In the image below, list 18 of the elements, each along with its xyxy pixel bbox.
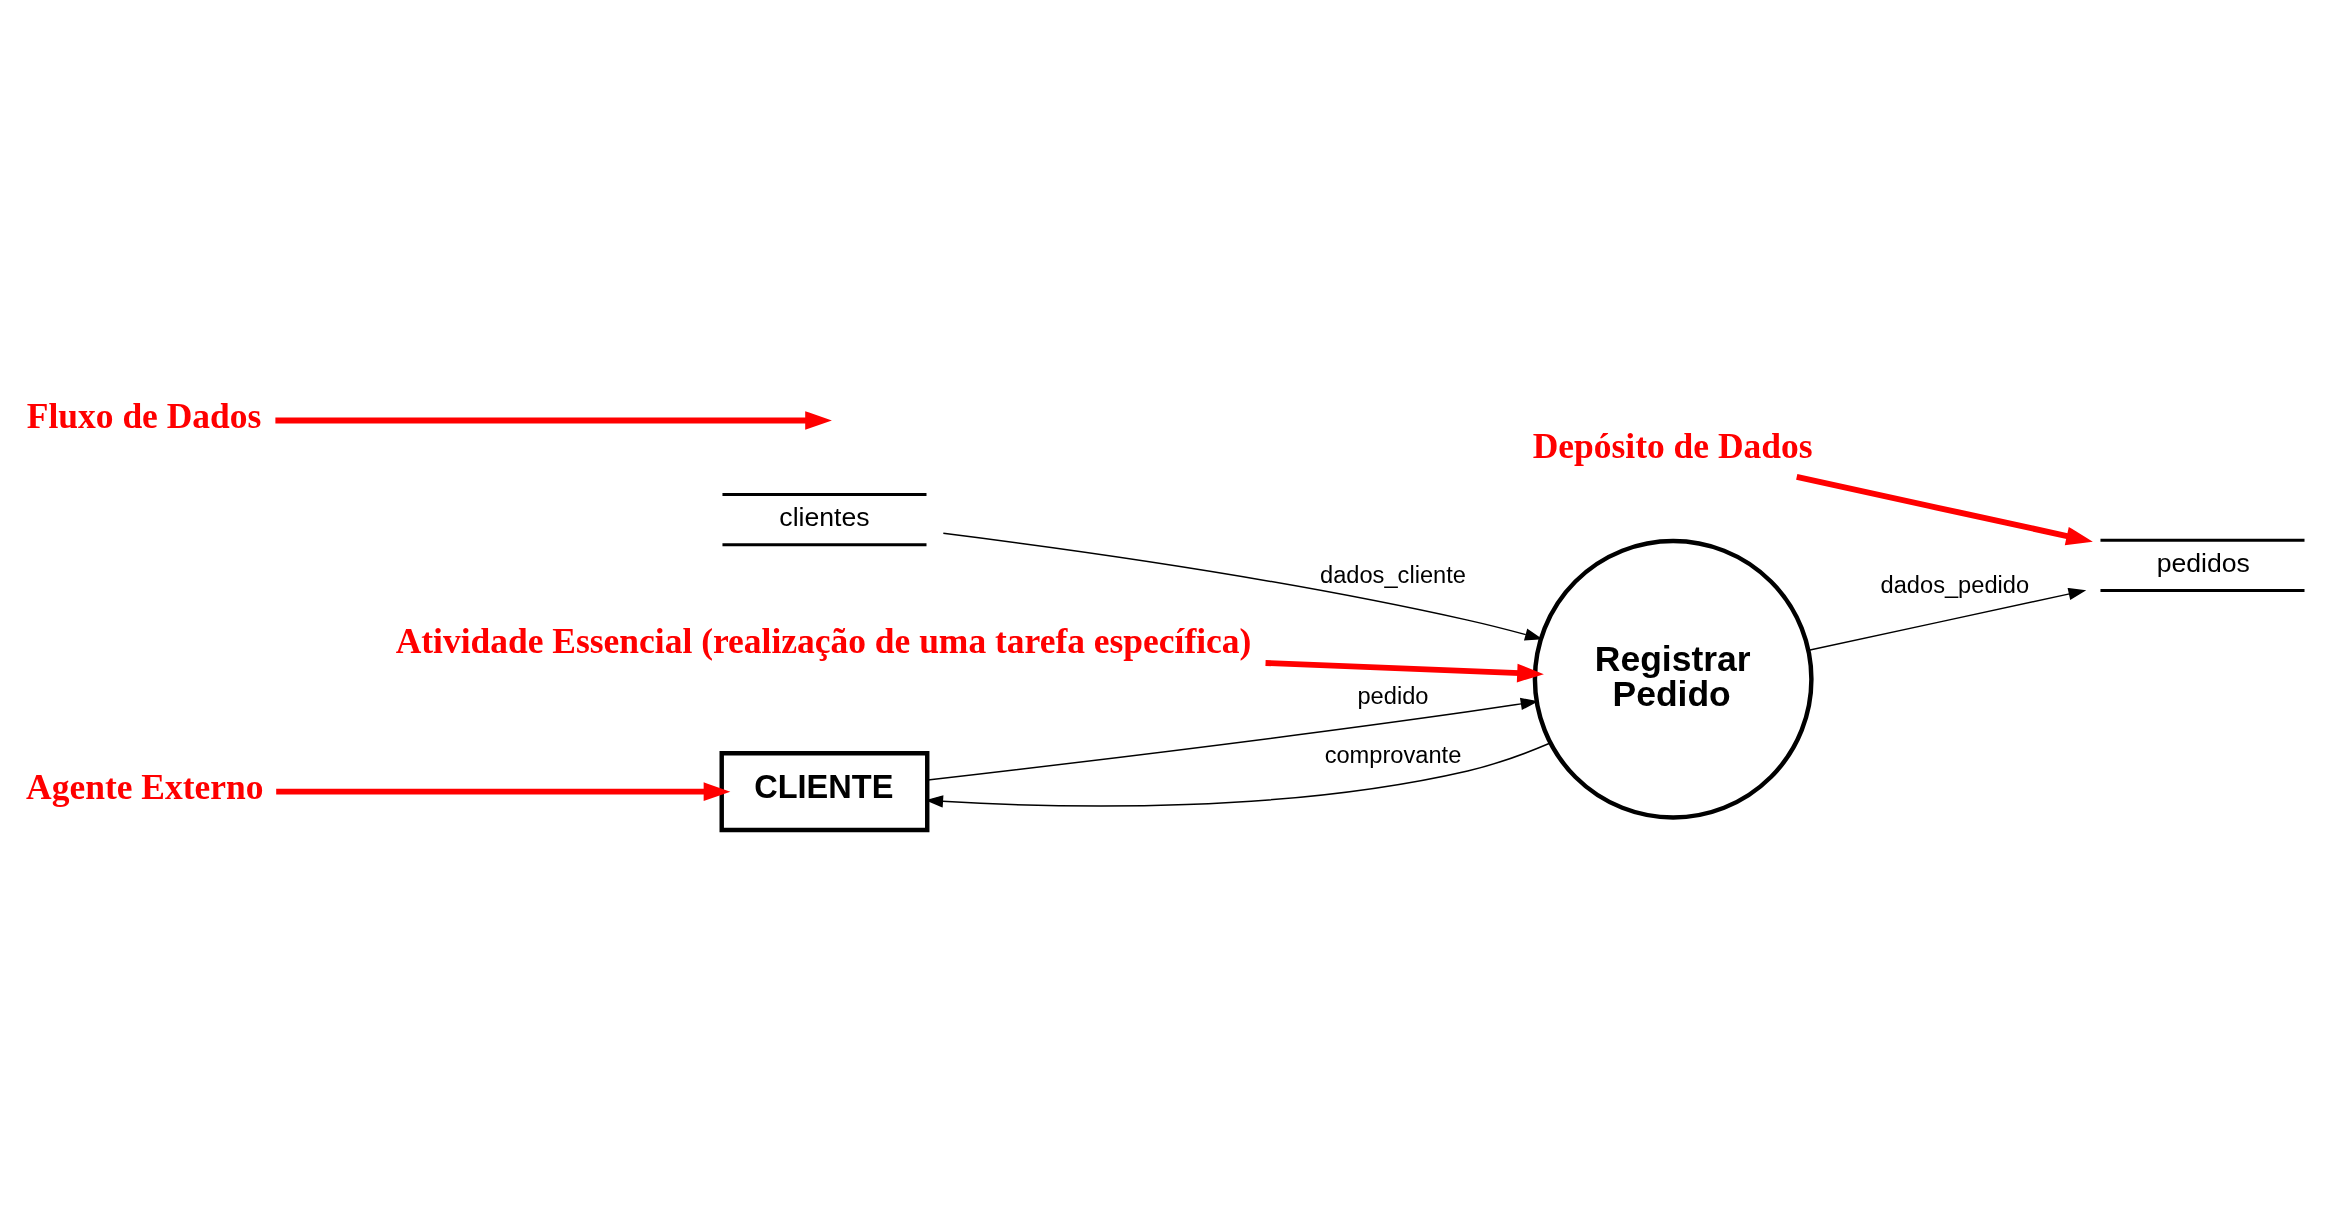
edge-label: dados_pedido [1880, 571, 2030, 598]
node-text: pedidos [2156, 547, 2250, 578]
node-box: CLIENTE [719, 750, 930, 832]
node-text: Agente Externo [26, 766, 264, 807]
node-circle: Registrar Pedido [1532, 538, 1814, 820]
node-text: Depósito de Dados [1532, 425, 1813, 466]
node-text: Atividade Essencial (realização de uma tarefa específica) [395, 620, 1252, 661]
node-text: clientes [779, 501, 870, 532]
edge-label: comprovante [1324, 741, 1462, 768]
edge-label: dados_cliente [1320, 561, 1466, 588]
edge-label: pedido [1357, 682, 1429, 709]
arrow [275, 410, 832, 430]
arrow [1796, 473, 2093, 545]
arrow [1808, 587, 2087, 651]
node-text: Fluxo de Dados [26, 395, 262, 436]
arrow [942, 532, 1543, 641]
arrow [1265, 659, 1544, 682]
arrow [276, 781, 731, 801]
